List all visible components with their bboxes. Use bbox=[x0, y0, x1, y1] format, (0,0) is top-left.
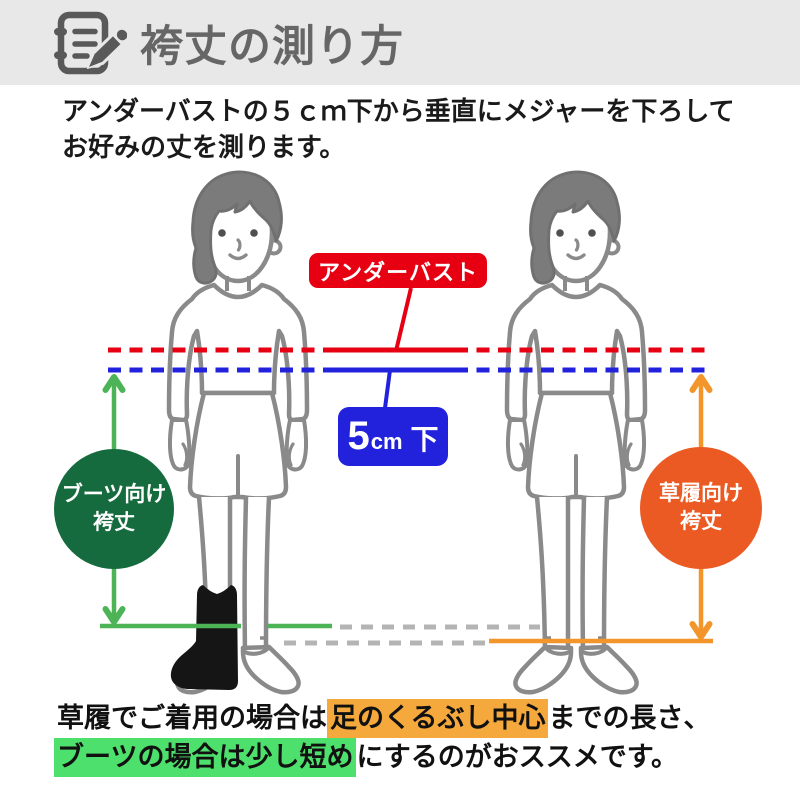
footer-line1-suffix: までの長さ、 bbox=[548, 703, 711, 733]
header-banner: 袴丈の測り方 bbox=[0, 0, 800, 85]
page-title: 袴丈の測り方 bbox=[140, 22, 404, 71]
notepad-pencil-icon bbox=[54, 11, 127, 75]
underbust-label-connector bbox=[394, 287, 413, 352]
right-figure bbox=[507, 172, 645, 692]
intro-line-2: お好みの丈を測ります。 bbox=[62, 132, 346, 162]
footer-line-2: ブーツの場合は少し短めにするのがおススメです。 bbox=[54, 738, 710, 777]
footer-advice: 草履でご着用の場合は足のくるぶし中心までの長さ、 ブーツの場合は少し短めにするの… bbox=[54, 699, 710, 777]
footer-line2-suffix: にするのがおススメです。 bbox=[356, 742, 679, 772]
boots-badge-line-1: ブーツ向け bbox=[61, 483, 167, 506]
boot bbox=[170, 585, 238, 690]
intro-text: アンダーバストの５ｃｍ下から垂直にメジャーを下ろして お好みの丈を測ります。 bbox=[62, 93, 735, 165]
boots-length-badge: ブーツ向け 袴丈 bbox=[54, 449, 174, 569]
zouri-badge-line-1: 草履向け bbox=[659, 482, 743, 505]
intro-line-1: アンダーバストの５ｃｍ下から垂直にメジャーを下ろして bbox=[62, 96, 735, 126]
below-5cm-unit: cm bbox=[370, 429, 403, 454]
below-5cm-number: 5 bbox=[347, 414, 370, 458]
below-5cm-suffix: 下 bbox=[410, 424, 439, 455]
zouri-length-badge: 草履向け 袴丈 bbox=[640, 447, 762, 569]
boots-badge-line-2: 袴丈 bbox=[93, 511, 135, 534]
underbust-label-text: アンダーバスト bbox=[318, 259, 478, 285]
below-label-connector bbox=[383, 369, 392, 409]
footer-line-1: 草履でご着用の場合は足のくるぶし中心までの長さ、 bbox=[57, 699, 710, 738]
left-figure bbox=[169, 172, 307, 692]
footer-line1-prefix: 草履でご着用の場合は bbox=[57, 703, 327, 733]
footer-line2-highlight: ブーツの場合は少し短め bbox=[54, 738, 357, 777]
zouri-badge-line-2: 袴丈 bbox=[680, 510, 722, 533]
underbust-label: アンダーバスト bbox=[309, 253, 487, 288]
footer-line1-highlight: 足のくるぶし中心 bbox=[327, 699, 549, 738]
